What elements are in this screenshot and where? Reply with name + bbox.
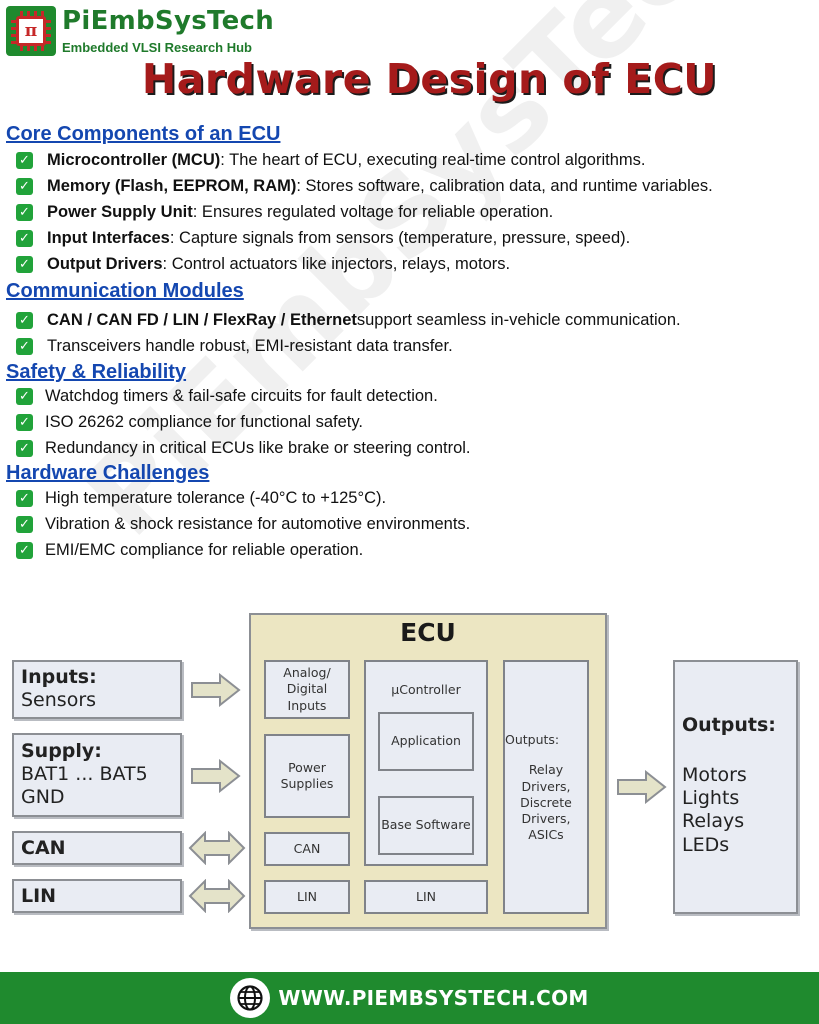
double-arrow-icon	[188, 879, 246, 913]
list-item: ✓ Vibration & shock resistance for automo…	[16, 513, 470, 535]
item-text: Transceivers handle robust, EMI-resistan…	[47, 336, 453, 355]
section-title: Hardware Challenges	[6, 462, 210, 484]
item-bold: Microcontroller (MCU)	[47, 150, 221, 169]
arrow-right-icon	[191, 759, 241, 793]
outputs-drivers-box: Outputs: Relay Drivers, Discrete Drivers…	[503, 660, 589, 914]
section-title: Communication Modules	[6, 280, 244, 302]
check-icon: ✓	[16, 541, 33, 559]
lin-inner-box: LIN	[264, 880, 350, 914]
item-text: Vibration & shock resistance for automot…	[45, 514, 471, 533]
lin-inner-mid-box: LIN	[364, 880, 488, 914]
check-icon: ✓	[16, 177, 33, 195]
check-icon: ✓	[16, 439, 33, 457]
check-icon: ✓	[16, 515, 33, 533]
output-lights: Lights	[682, 787, 740, 810]
outputs-list: Motors Lights Relays LEDs	[682, 764, 747, 857]
lin-box	[12, 879, 182, 913]
base-software-box: Base Software	[378, 796, 474, 855]
item-text: ISO 26262 compliance for functional safe…	[45, 412, 363, 431]
list-item: ✓ Redundancy in critical ECUs like brake …	[16, 437, 471, 459]
check-icon: ✓	[16, 413, 33, 431]
arrow-right-icon	[617, 770, 667, 804]
item-text: support seamless in-vehicle communicatio…	[356, 310, 681, 329]
outputs-inner-text: Relay Drivers, Discrete Drivers, ASICs	[520, 762, 572, 843]
list-item: ✓ ISO 26262 compliance for functional saf…	[16, 411, 363, 433]
item-bold: Output Drivers	[47, 254, 163, 273]
item-text: : The heart of ECU, executing real-time …	[220, 150, 646, 169]
item-text: Watchdog timers & fail-safe circuits for…	[45, 386, 438, 405]
ecu-title: ECU	[400, 618, 456, 647]
output-motors: Motors	[682, 764, 747, 786]
page-title: Hardware Design of ECU	[141, 55, 718, 103]
list-item: ✓ Output Drivers: Control actuators like …	[16, 253, 510, 275]
item-text: : Stores software, calibration data, and…	[296, 176, 713, 195]
list-item: ✓ Watchdog timers & fail-safe circuits fo…	[16, 385, 438, 407]
section-title: Safety & Reliability	[6, 361, 187, 383]
outputs-box	[673, 660, 798, 914]
brand-name: PiEmbSysTech	[62, 6, 275, 36]
analog-digital-inputs-box: Analog/ Digital Inputs	[264, 660, 350, 719]
list-item: ✓ Input Interfaces: Capture signals from …	[16, 227, 630, 249]
list-item: ✓ Microcontroller (MCU): The heart of ECU…	[16, 149, 645, 171]
list-item: ✓ Power Supply Unit: Ensures regulated vo…	[16, 201, 553, 223]
item-bold: Input Interfaces	[47, 228, 170, 247]
check-icon: ✓	[16, 311, 33, 329]
item-text: Redundancy in critical ECUs like brake o…	[45, 438, 471, 457]
section-title: Core Components of an ECU	[6, 123, 281, 145]
check-icon: ✓	[16, 203, 33, 221]
brand-logo: π	[6, 6, 56, 56]
item-text: High temperature tolerance (-40°C to +12…	[45, 488, 387, 507]
output-relays: Relays	[682, 810, 745, 833]
item-bold: Power Supply Unit	[47, 202, 193, 221]
supply-box	[12, 733, 182, 817]
application-box: Application	[378, 712, 474, 771]
item-text: : Capture signals from sensors (temperat…	[169, 228, 631, 247]
list-item: ✓ Memory (Flash, EEPROM, RAM): Stores sof…	[16, 175, 713, 197]
lin-label: LIN	[21, 885, 57, 907]
check-icon: ✓	[16, 151, 33, 169]
globe-icon	[230, 978, 271, 1018]
arrow-right-icon	[191, 673, 241, 707]
website-link[interactable]: WWW.PIEMBSYSTECH.COM	[278, 986, 589, 1010]
list-item: ✓ Transceivers handle robust, EMI-resista…	[16, 335, 453, 357]
list-item: ✓ CAN / CAN FD / LIN / FlexRay / Ethernet…	[16, 309, 681, 331]
can-box	[12, 831, 182, 865]
item-bold: CAN / CAN FD / LIN / FlexRay / Ethernet	[47, 310, 357, 329]
check-icon: ✓	[16, 489, 33, 507]
can-inner-box: CAN	[264, 832, 350, 866]
item-text: EMI/EMC compliance for reliable operatio…	[45, 540, 364, 559]
brand-subtitle: Embedded VLSI Research Hub	[62, 40, 252, 55]
item-text: : Control actuators like injectors, rela…	[162, 254, 511, 273]
list-item: ✓ High temperature tolerance (-40°C to +1…	[16, 487, 386, 509]
chip-icon: π	[16, 16, 46, 46]
double-arrow-icon	[188, 831, 246, 865]
can-label: CAN	[21, 837, 66, 859]
item-bold: Memory (Flash, EEPROM, RAM)	[47, 176, 297, 195]
output-leds: LEDs	[682, 833, 730, 856]
inputs-label: Inputs:Sensors	[21, 666, 97, 712]
check-icon: ✓	[16, 387, 33, 405]
check-icon: ✓	[16, 337, 33, 355]
footer-bar: WWW.PIEMBSYSTECH.COM	[0, 972, 819, 1024]
inputs-box	[12, 660, 182, 719]
check-icon: ✓	[16, 229, 33, 247]
outputs-title: Outputs:	[682, 714, 776, 736]
check-icon: ✓	[16, 255, 33, 273]
power-supplies-box: Power Supplies	[264, 734, 350, 818]
list-item: ✓ EMI/EMC compliance for reliable operati…	[16, 539, 363, 561]
outputs-inner-title: Outputs:	[505, 732, 560, 747]
item-text: : Ensures regulated voltage for reliable…	[192, 202, 554, 221]
